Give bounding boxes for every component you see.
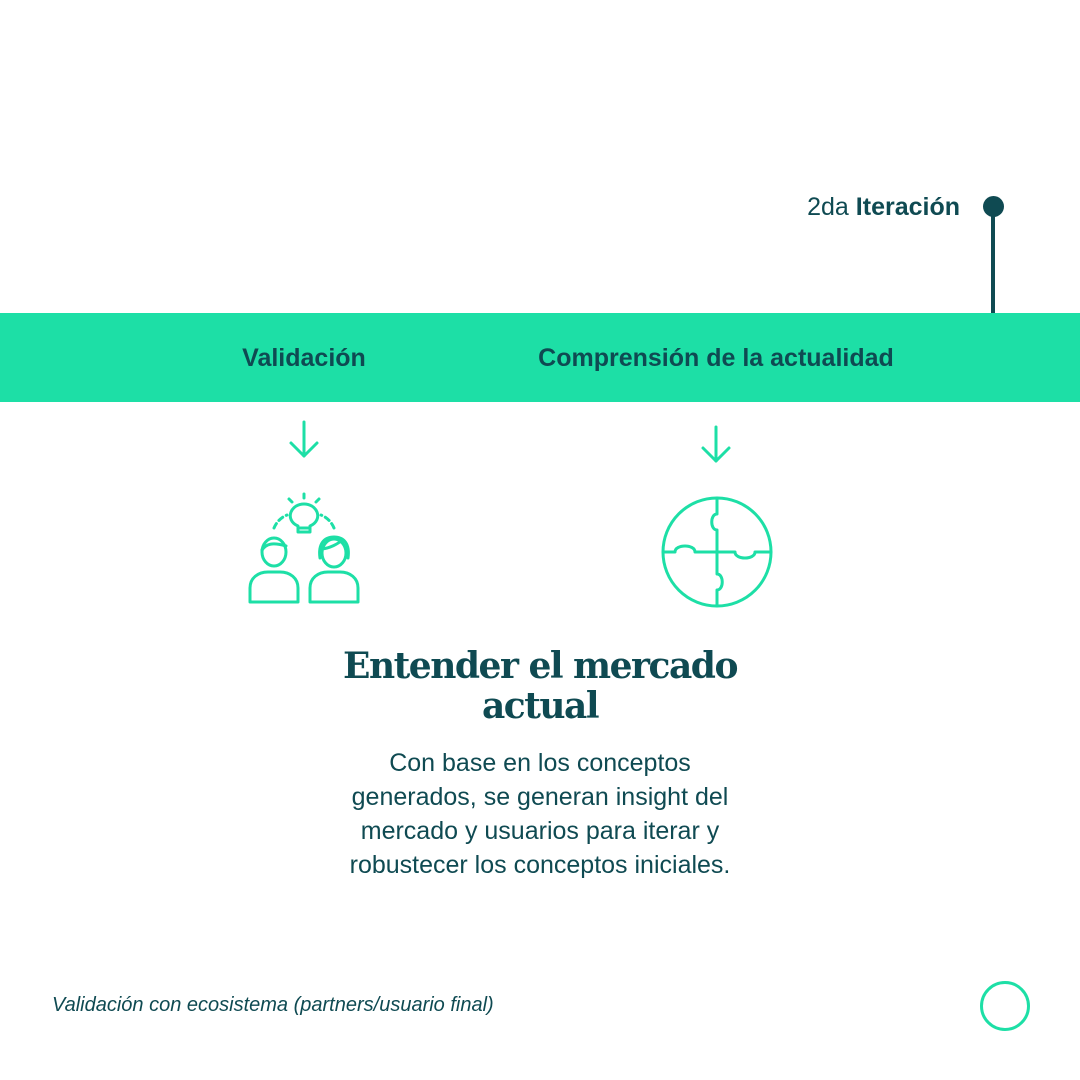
phase-label-validacion: Validación [242,344,366,372]
iteration-label: 2da Iteración [807,193,960,222]
section-description: Con base en los conceptos generados, se … [349,749,731,879]
puzzle-globe-icon [661,496,773,608]
iteration-prefix: 2da [807,193,849,221]
iteration-title: Iteración [855,193,960,221]
phase-label-comprension: Comprensión de la actualidad [538,344,894,372]
arrow-down-icon [289,420,319,458]
footer-note: Validación con ecosistema (partners/usua… [52,994,494,1016]
timeline-line [991,207,995,402]
timeline-dot [983,196,1004,217]
circle-icon [980,981,1030,1031]
section-heading: Entender el mercado actual [343,645,738,727]
people-idea-icon [248,492,360,604]
arrow-down-icon [701,425,731,463]
phase-band [0,313,1080,402]
